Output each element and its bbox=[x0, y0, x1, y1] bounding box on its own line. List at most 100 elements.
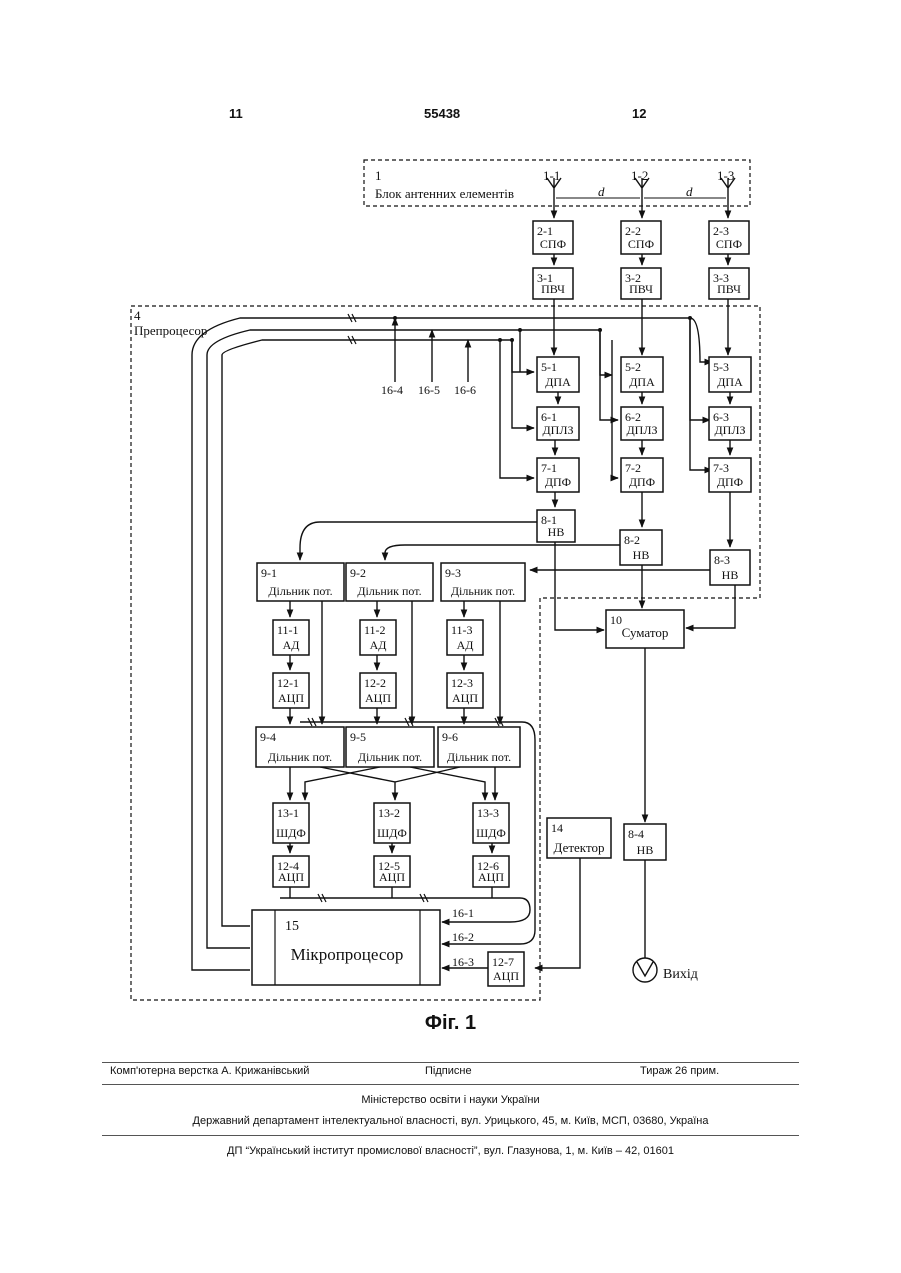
adc-bottom-2: 12-5АЦП bbox=[374, 856, 410, 887]
summator-block-id: 10 bbox=[610, 613, 622, 627]
nv-block-2: 8-2НВ bbox=[620, 530, 662, 565]
dpa-block-2-id: 5-2 bbox=[625, 360, 641, 374]
ad-block-2: 11-2АД bbox=[360, 620, 396, 655]
dpa-block-1: 5-1ДПА bbox=[537, 357, 579, 392]
dplz-block-3-id: 6-3 bbox=[713, 410, 729, 424]
adc-bottom-3-label: АЦП bbox=[478, 870, 504, 884]
dplz-block-2-label: ДПЛЗ bbox=[626, 423, 657, 437]
dpf-block-3-id: 7-3 bbox=[713, 461, 729, 475]
footer-circulation: Тираж 26 прим. bbox=[640, 1065, 719, 1077]
divider-top-2: 9-2Дільник пот. bbox=[346, 563, 433, 601]
antenna-block-label: Блок антенних елементів bbox=[375, 186, 514, 201]
divider-bottom-3-id: 9-6 bbox=[442, 730, 458, 744]
divider-top-2-id: 9-2 bbox=[350, 566, 366, 580]
nv-block-1-label: НВ bbox=[548, 525, 565, 539]
adc-top-3-id: 12-3 bbox=[451, 676, 473, 690]
nv-block-3-label: НВ bbox=[722, 568, 739, 582]
divider-top-3-id: 9-3 bbox=[445, 566, 461, 580]
footer-rule-1 bbox=[102, 1062, 799, 1063]
adc-block-7-id: 12-7 bbox=[492, 955, 514, 969]
dplz-block-2-id: 6-2 bbox=[625, 410, 641, 424]
block-diagram: 1 Блок антенних елементів 1-1 1-2 1-3 d … bbox=[0, 0, 901, 1010]
divider-top-2-label: Дільник пот. bbox=[357, 584, 421, 598]
nv-block-4-id: 8-4 bbox=[628, 827, 644, 841]
ad-block-2-label: АД bbox=[370, 638, 387, 652]
divider-bottom-2-label: Дільник пот. bbox=[358, 750, 422, 764]
adc-block-7-label: АЦП bbox=[493, 969, 519, 983]
antenna-element-2: 1-2 bbox=[631, 168, 648, 183]
shdf-block-2-id: 13-2 bbox=[378, 806, 400, 820]
divider-bottom-2-id: 9-5 bbox=[350, 730, 366, 744]
footer-department: Державний департамент інтелектуальної вл… bbox=[0, 1115, 901, 1127]
dpa-block-3-id: 5-3 bbox=[713, 360, 729, 374]
shdf-block-1-id: 13-1 bbox=[277, 806, 299, 820]
divider-top-1-label: Дільник пот. bbox=[268, 584, 332, 598]
divider-bottom-1: 9-4Дільник пот. bbox=[256, 727, 344, 767]
spacing-label-1: d bbox=[598, 184, 605, 199]
pvch-block-3: 3-3ПВЧ bbox=[709, 268, 749, 299]
spf-block-3-label: СПФ bbox=[716, 237, 742, 251]
nv-block-3: 8-3НВ bbox=[710, 550, 750, 585]
spf-block-2-id: 2-2 bbox=[625, 224, 641, 238]
nv-block-4: 8-4НВ bbox=[624, 824, 666, 860]
spf-block-3: 2-3СПФ bbox=[709, 221, 749, 254]
detector-block-id: 14 bbox=[551, 821, 563, 835]
dpf-block-3: 7-3ДПФ bbox=[709, 458, 751, 492]
footer-layout: Комп'ютерна верстка А. Крижанівський bbox=[110, 1065, 309, 1077]
divider-bottom-3-label: Дільник пот. bbox=[447, 750, 511, 764]
footer-institute: ДП “Український інститут промислової вла… bbox=[0, 1145, 901, 1157]
adc-top-3: 12-3АЦП bbox=[447, 673, 483, 708]
bus-16-6: 16-6 bbox=[454, 383, 476, 397]
adc-bottom-1-label: АЦП bbox=[278, 870, 304, 884]
dpf-block-2: 7-2ДПФ bbox=[621, 458, 663, 492]
dpf-block-2-label: ДПФ bbox=[629, 475, 655, 489]
dpf-block-1-label: ДПФ bbox=[545, 475, 571, 489]
adc-top-1-label: АЦП bbox=[278, 691, 304, 705]
dplz-block-3: 6-3ДПЛЗ bbox=[709, 407, 751, 440]
divider-bottom-1-id: 9-4 bbox=[260, 730, 276, 744]
shdf-block-2: 13-2ШДФ bbox=[374, 803, 410, 843]
dplz-block-1-id: 6-1 bbox=[541, 410, 557, 424]
detector-block-label: Детектор bbox=[554, 840, 605, 855]
shdf-block-1: 13-1ШДФ bbox=[273, 803, 309, 843]
dpa-block-2: 5-2ДПА bbox=[621, 357, 663, 392]
nv-block-2-label: НВ bbox=[633, 548, 650, 562]
footer-ministry: Міністерство освіти і науки України bbox=[0, 1094, 901, 1106]
shdf-block-2-label: ШДФ bbox=[377, 826, 407, 840]
detector-block: 14Детектор bbox=[547, 818, 611, 858]
dpa-block-2-label: ДПА bbox=[629, 375, 655, 389]
spacing-label-2: d bbox=[686, 184, 693, 199]
dpa-block-3-label: ДПА bbox=[717, 375, 743, 389]
ad-block-2-id: 11-2 bbox=[364, 623, 386, 637]
adc-top-3-label: АЦП bbox=[452, 691, 478, 705]
dplz-block-2: 6-2ДПЛЗ bbox=[621, 407, 663, 440]
spf-block-1: 2-1СПФ bbox=[533, 221, 573, 254]
dpa-block-1-label: ДПА bbox=[545, 375, 571, 389]
ad-block-1-label: АД bbox=[283, 638, 300, 652]
dpa-block-3: 5-3ДПА bbox=[709, 357, 751, 392]
ad-block-1-id: 11-1 bbox=[277, 623, 299, 637]
adc-top-2-label: АЦП bbox=[365, 691, 391, 705]
spf-block-2-label: СПФ bbox=[628, 237, 654, 251]
dpf-block-1: 7-1ДПФ bbox=[537, 458, 579, 492]
microprocessor-id: 15 bbox=[285, 919, 299, 934]
dpa-block-1-id: 5-1 bbox=[541, 360, 557, 374]
pvch-block-2-label: ПВЧ bbox=[629, 282, 653, 296]
spf-block-1-id: 2-1 bbox=[537, 224, 553, 238]
adc-bottom-3: 12-6АЦП bbox=[473, 856, 509, 887]
bus-16-4: 16-4 bbox=[381, 383, 403, 397]
divider-top-3: 9-3Дільник пот. bbox=[441, 563, 525, 601]
adc-top-1: 12-1АЦП bbox=[273, 673, 309, 708]
footer-rule-2 bbox=[102, 1084, 799, 1085]
ad-block-1: 11-1АД bbox=[273, 620, 309, 655]
footer-signed: Підписне bbox=[425, 1065, 472, 1077]
divider-top-3-label: Дільник пот. bbox=[451, 584, 515, 598]
antenna-element-1: 1-1 bbox=[543, 168, 560, 183]
divider-bottom-2: 9-5Дільник пот. bbox=[346, 727, 434, 767]
nv-block-4-label: НВ bbox=[637, 843, 654, 857]
shdf-block-1-label: ШДФ bbox=[276, 826, 306, 840]
dpf-block-2-id: 7-2 bbox=[625, 461, 641, 475]
nv-block-2-id: 8-2 bbox=[624, 533, 640, 547]
divider-bottom-3: 9-6Дільник пот. bbox=[438, 727, 520, 767]
adc-top-2: 12-2АЦП bbox=[360, 673, 396, 708]
